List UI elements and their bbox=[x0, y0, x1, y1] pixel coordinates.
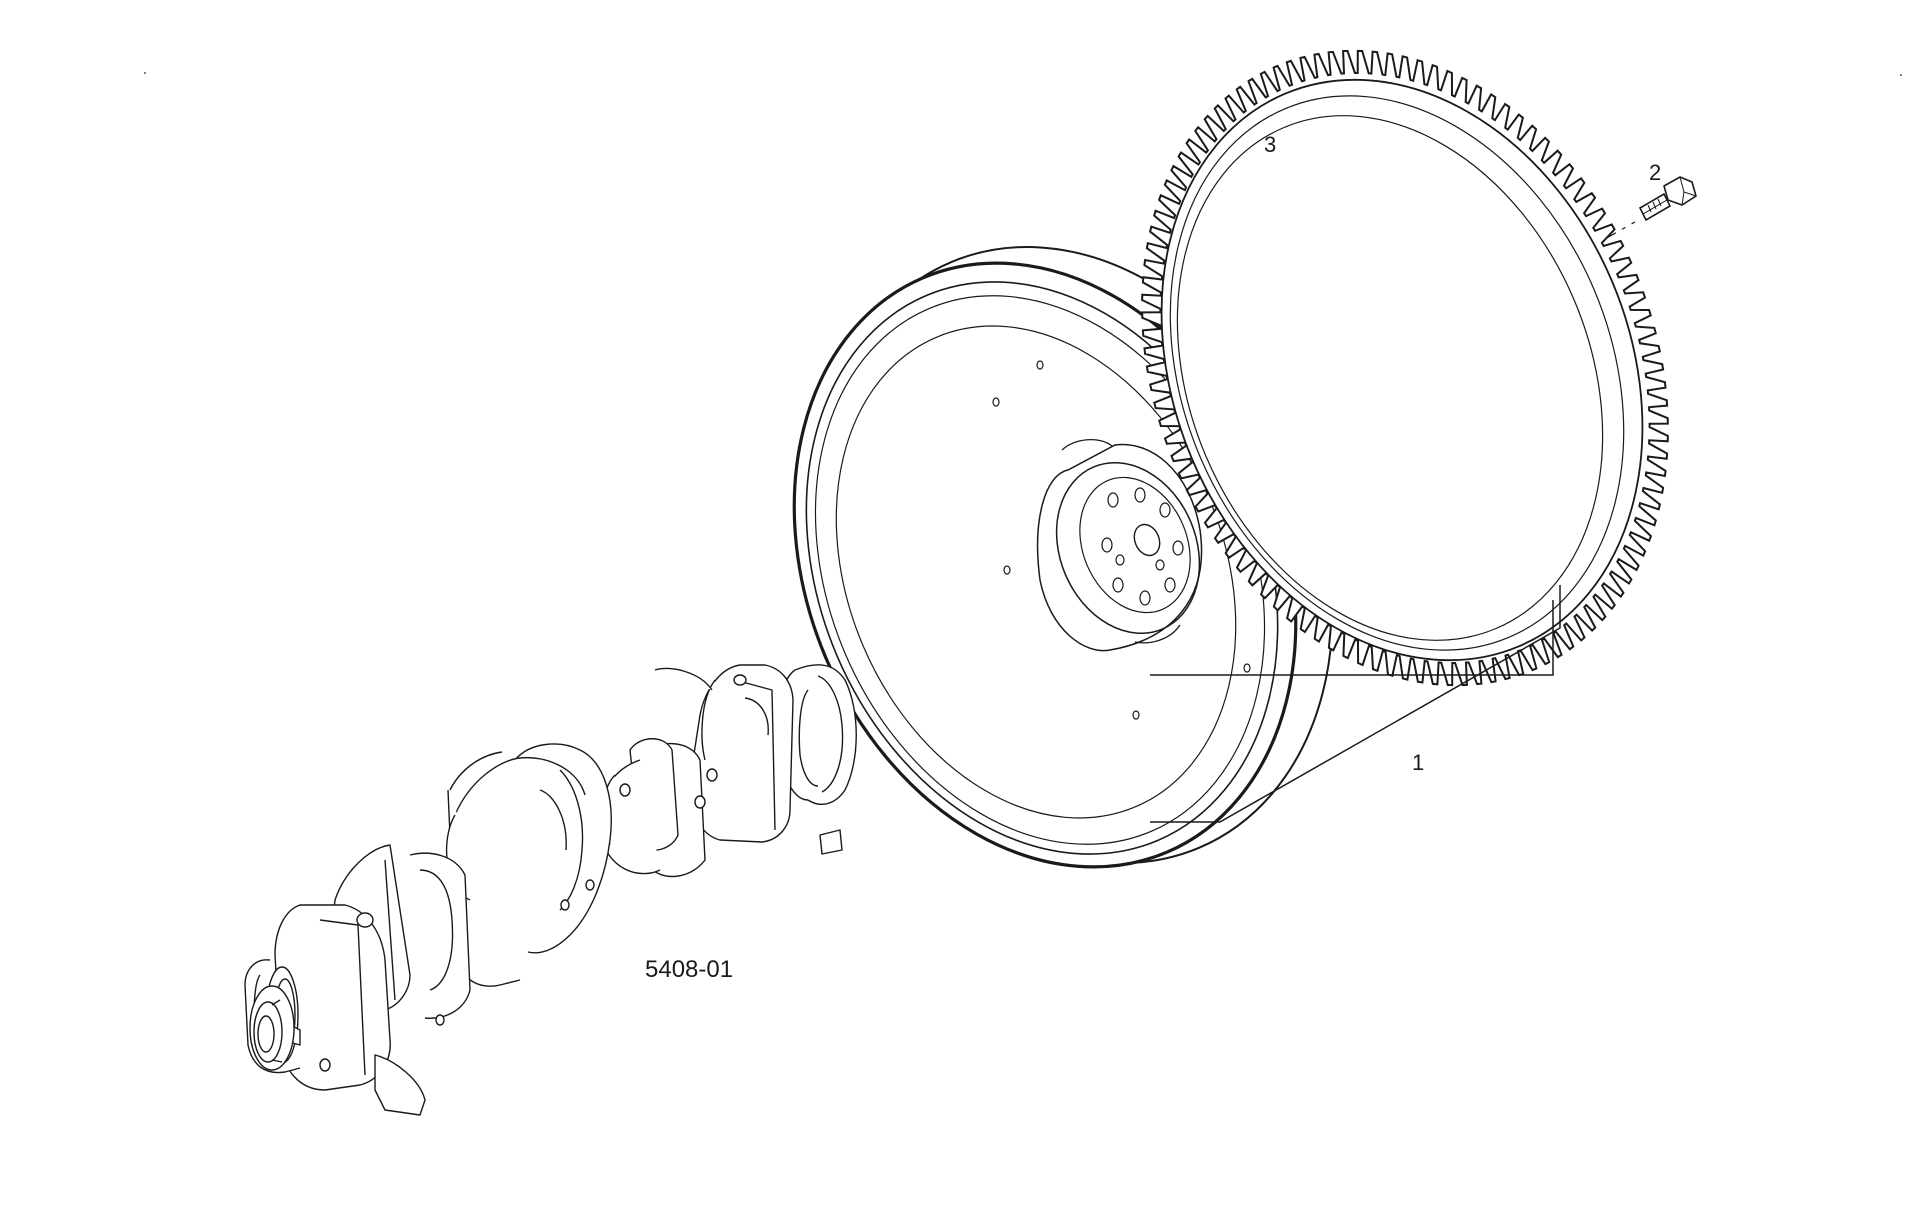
crankshaft bbox=[244, 664, 857, 1116]
flywheel bbox=[792, 246, 1334, 869]
flywheel-leader-line bbox=[1150, 585, 1561, 823]
speck-mark bbox=[144, 72, 146, 74]
callout-2: 2 bbox=[1649, 160, 1661, 185]
assembly-bracket-line bbox=[1150, 600, 1554, 676]
callout-3: 3 bbox=[1264, 132, 1276, 157]
bolt bbox=[1638, 176, 1697, 222]
ring-gear bbox=[1141, 49, 1669, 687]
figure-code: 5408-01 bbox=[645, 956, 733, 983]
speck-mark bbox=[1900, 74, 1902, 76]
callout-1: 1 bbox=[1412, 750, 1424, 775]
